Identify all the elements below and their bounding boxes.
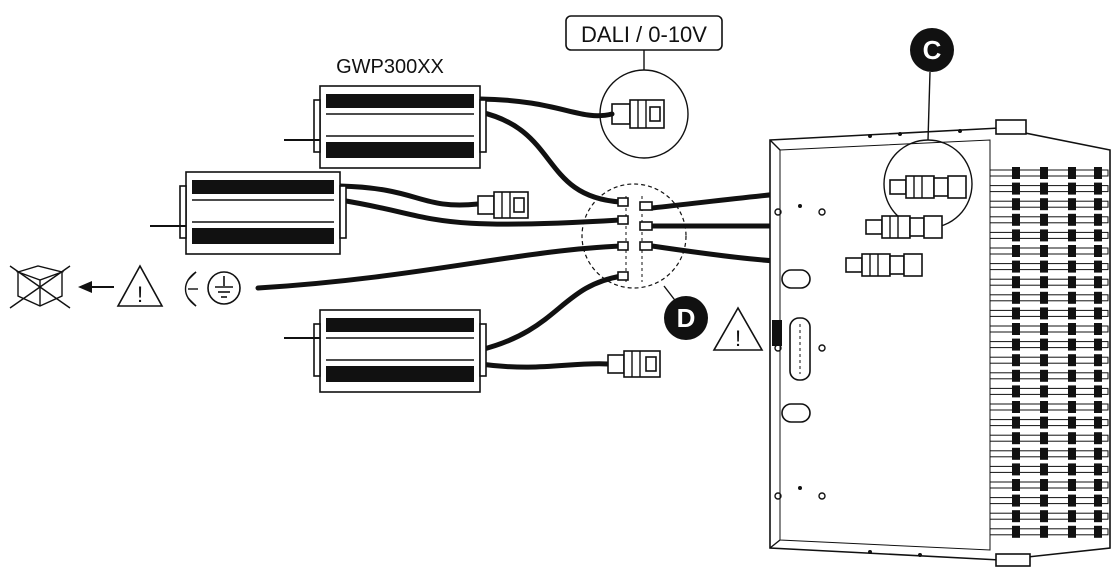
junction-pins xyxy=(617,197,653,281)
led-fin-row xyxy=(989,323,1109,335)
cable-driver3-dali xyxy=(477,361,611,370)
led-fin-row xyxy=(989,182,1109,195)
dali-connector-driver3 xyxy=(607,350,661,378)
led-fin-row xyxy=(989,479,1109,491)
mounting-slot-upper xyxy=(781,269,811,289)
led-fin-row xyxy=(989,369,1109,382)
inline-connector xyxy=(865,215,943,239)
cable-ground xyxy=(255,243,625,291)
driver-model-label: GWP300XX xyxy=(336,56,444,78)
led-module-array xyxy=(989,167,1109,538)
led-fin-row xyxy=(989,229,1109,242)
inline-connectors xyxy=(845,175,967,277)
driver-1 xyxy=(313,85,487,169)
driver-2 xyxy=(179,171,347,255)
driver-3 xyxy=(313,309,487,393)
protective-earth-icon xyxy=(207,271,241,305)
mounting-slot-lower xyxy=(781,403,811,423)
led-fin-row xyxy=(989,291,1109,304)
cable-driver1-dali xyxy=(477,96,615,119)
led-fin-row xyxy=(989,354,1109,367)
cable-driver1-main xyxy=(477,109,623,205)
marker-d: D xyxy=(664,296,708,340)
dali-callout: DALI / 0-10V xyxy=(565,15,723,159)
junction-dashed-circle xyxy=(581,183,687,289)
cable-driver2-dali xyxy=(337,183,481,208)
led-fin-row xyxy=(989,447,1109,460)
dali-connector-driver2 xyxy=(477,191,529,219)
led-fin-row xyxy=(989,245,1109,257)
cable-gland-bottom xyxy=(995,553,1031,567)
led-fin-row xyxy=(989,416,1109,429)
led-fin-row xyxy=(989,385,1109,398)
dali-connector-icon xyxy=(611,99,665,129)
led-fin-row xyxy=(989,401,1109,413)
inspect-eye-icon xyxy=(184,271,198,307)
discard-packaging-icon xyxy=(9,265,71,309)
svg-text:D: D xyxy=(677,303,696,333)
warning-sign-left: ! xyxy=(116,264,164,307)
led-fin-row xyxy=(989,463,1109,476)
warning-sign-d: ! xyxy=(712,306,764,351)
cable-gland-top xyxy=(995,119,1027,135)
marker-c xyxy=(910,28,954,72)
inline-connector xyxy=(889,175,967,199)
svg-text:!: ! xyxy=(735,326,741,351)
led-fin-row xyxy=(989,494,1109,507)
led-fin-row xyxy=(989,276,1109,289)
led-fin-row xyxy=(989,198,1109,211)
inline-connector xyxy=(845,253,923,277)
arrow-left-icon xyxy=(78,281,114,293)
led-fin-row xyxy=(989,167,1109,179)
led-fin-row xyxy=(989,338,1109,351)
svg-text:!: ! xyxy=(137,282,143,307)
luminaire xyxy=(769,119,1111,567)
led-fin-row xyxy=(989,260,1109,273)
dali-callout-text: DALI / 0-10V xyxy=(581,22,707,47)
led-fin-row xyxy=(989,432,1109,445)
led-fin-row xyxy=(989,510,1109,523)
marker-c-text: C xyxy=(923,35,942,65)
led-fin-row xyxy=(989,525,1109,538)
cable-driver2-main xyxy=(337,197,623,227)
led-fin-row xyxy=(989,213,1109,226)
cable-driver3-main xyxy=(477,273,625,353)
led-fin-row xyxy=(989,307,1109,320)
